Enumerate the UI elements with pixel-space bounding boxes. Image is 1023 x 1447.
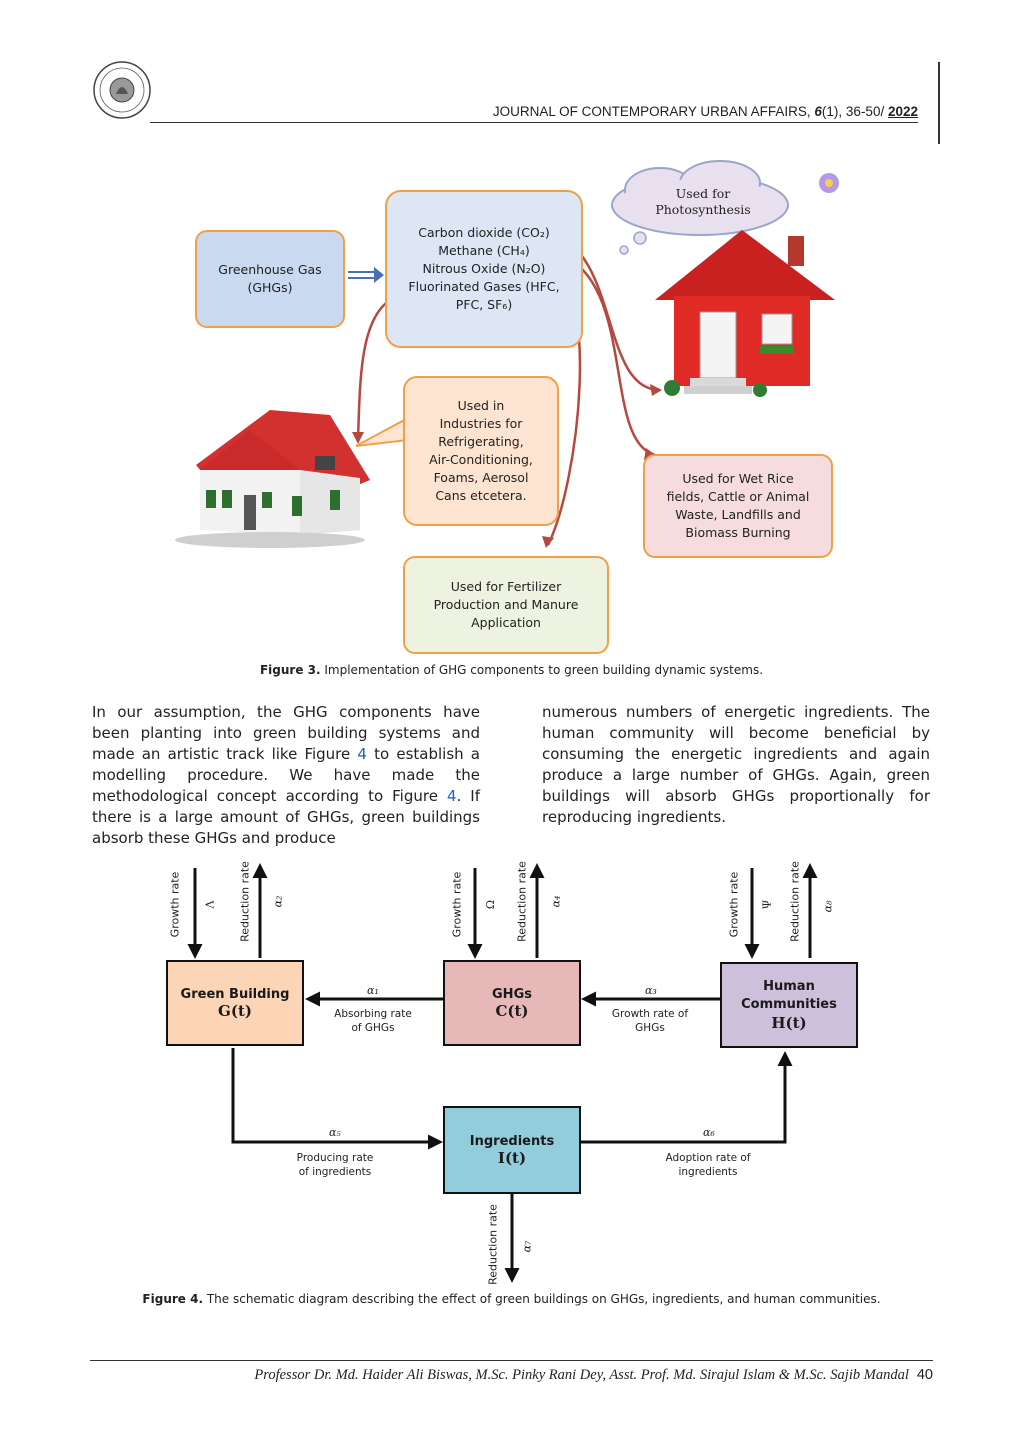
alpha-5-label: α₅ (329, 1126, 341, 1139)
adoption-rate-label: Adoption rate of ingredients (665, 1152, 751, 1178)
green-building-node: Green Building G(t) (166, 960, 304, 1046)
human-communities-node: Human Communities H(t) (720, 962, 858, 1048)
white-house-image (175, 410, 370, 548)
red-house-image (655, 230, 835, 397)
figure-3-caption: Figure 3. Implementation of GHG componen… (259, 663, 764, 677)
figure-reference-link[interactable]: 4 (446, 787, 457, 805)
psi-symbol: Ψ (760, 899, 774, 910)
figure-reference-link[interactable]: 4 (357, 745, 367, 763)
footer-rule (90, 1360, 933, 1361)
growth-rate-label: Growth rate (727, 871, 741, 938)
alpha-4-label: α₄ (549, 895, 563, 908)
growth-rate-label: Growth rate (168, 871, 182, 938)
growth-rate-label: Growth rate (450, 871, 464, 938)
ghgs-node: GHGs C(t) (443, 960, 581, 1046)
reduction-rate-label: Reduction rate (486, 1204, 500, 1285)
reduction-rate-label: Reduction rate (238, 861, 252, 942)
growth-rate-ghgs-label: Growth rate of GHGs (611, 1008, 689, 1034)
header-rule (150, 122, 918, 123)
ingredients-node: Ingredients I(t) (443, 1106, 581, 1194)
alpha-6-label: α₆ (703, 1126, 715, 1139)
figure-4-arrows (187, 863, 818, 1283)
alpha-1-label: α₁ (367, 984, 379, 997)
greenhouse-gas-box: Greenhouse Gas (GHGs) (195, 230, 345, 328)
ghg-components-box: Carbon dioxide (CO₂) Methane (CH₄) Nitro… (385, 190, 583, 348)
producing-rate-label: Producing rate of ingredients (296, 1152, 374, 1178)
absorbing-rate-label: Absorbing rate of GHGs (334, 1008, 412, 1034)
fertilizer-box: Used for Fertilizer Production and Manur… (403, 556, 609, 654)
reduction-rate-label: Reduction rate (788, 861, 802, 942)
omega-symbol: Ω (484, 899, 498, 910)
wet-rice-box: Used for Wet Rice fields, Cattle or Anim… (643, 454, 833, 558)
photosynthesis-cloud (611, 160, 789, 255)
reduction-rate-label: Reduction rate (515, 861, 529, 942)
implies-arrow-icon (348, 267, 384, 283)
header-vertical-rule (938, 62, 940, 144)
figure-3-graphics (175, 160, 839, 548)
footer: Professor Dr. Md. Haider Ali Biswas, M.S… (90, 1367, 933, 1384)
journal-header: JOURNAL OF CONTEMPORARY URBAN AFFAIRS, 6… (492, 104, 918, 119)
flower-icon (819, 173, 839, 193)
alpha-3-label: α₃ (645, 984, 657, 997)
journal-seal-logo (93, 61, 151, 119)
alpha-7-label: α₇ (520, 1240, 534, 1253)
figure-4-caption: Figure 4. The schematic diagram describi… (142, 1292, 881, 1306)
footer-authors: Professor Dr. Md. Haider Ali Biswas, M.S… (254, 1367, 909, 1383)
body-text-left: In our assumption, the GHG components ha… (92, 703, 480, 847)
alpha-8-label: α₈ (821, 900, 835, 913)
photosynthesis-label: Used for Photosynthesis (655, 186, 751, 217)
industries-box: Used in Industries for Refrigerating, Ai… (403, 376, 559, 526)
alpha-2-label: α₂ (271, 895, 285, 908)
lambda-symbol: Λ (203, 900, 217, 909)
page-number: 40 (916, 1367, 933, 1383)
body-text-right: numerous numbers of energetic ingredient… (542, 703, 930, 826)
